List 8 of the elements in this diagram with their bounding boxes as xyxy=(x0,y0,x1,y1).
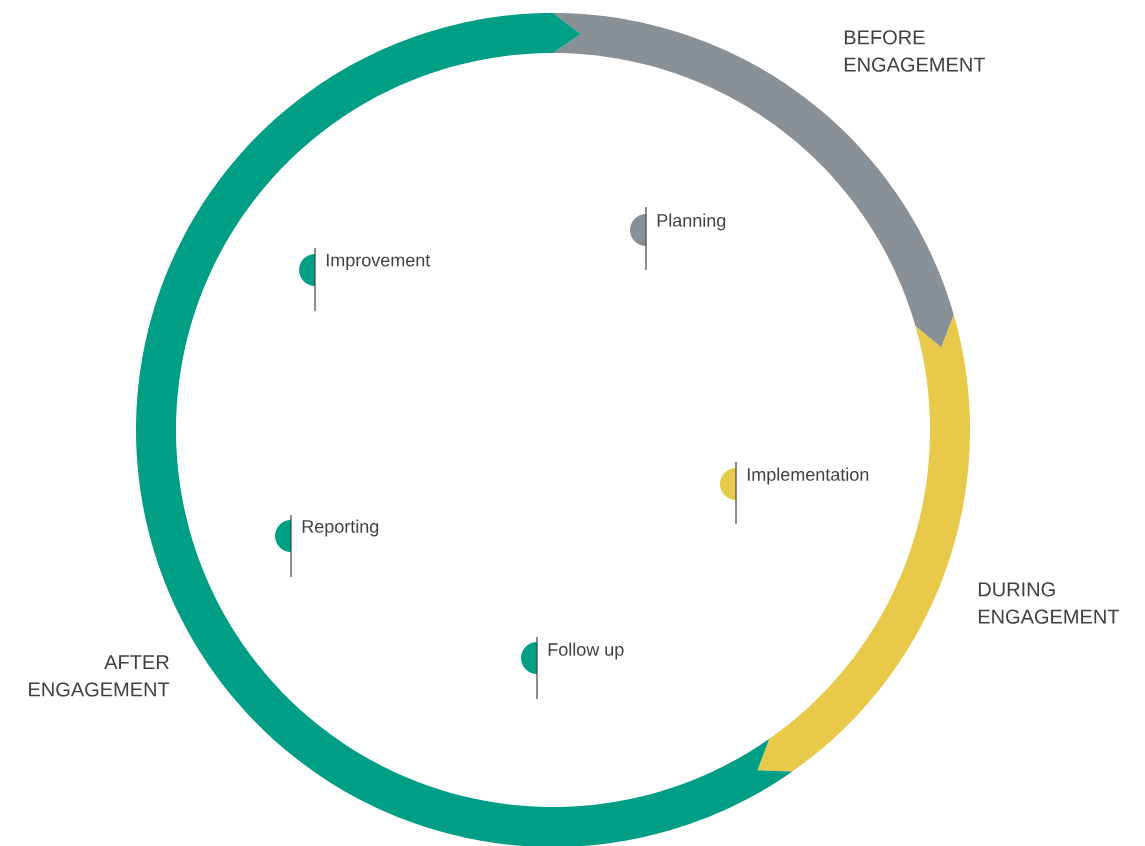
phase-label: DURING ENGAGEMENT xyxy=(978,582,1120,624)
phase-label: AFTER ENGAGEMENT xyxy=(29,655,170,697)
step-label: Follow up xyxy=(548,642,624,660)
step-label: Planning xyxy=(657,213,726,231)
step-label: Improvement xyxy=(326,253,431,271)
step-label: Reporting xyxy=(302,519,379,537)
step-label: Implementation xyxy=(747,467,869,485)
phase-label: BEFORE ENGAGEMENT xyxy=(844,30,986,72)
